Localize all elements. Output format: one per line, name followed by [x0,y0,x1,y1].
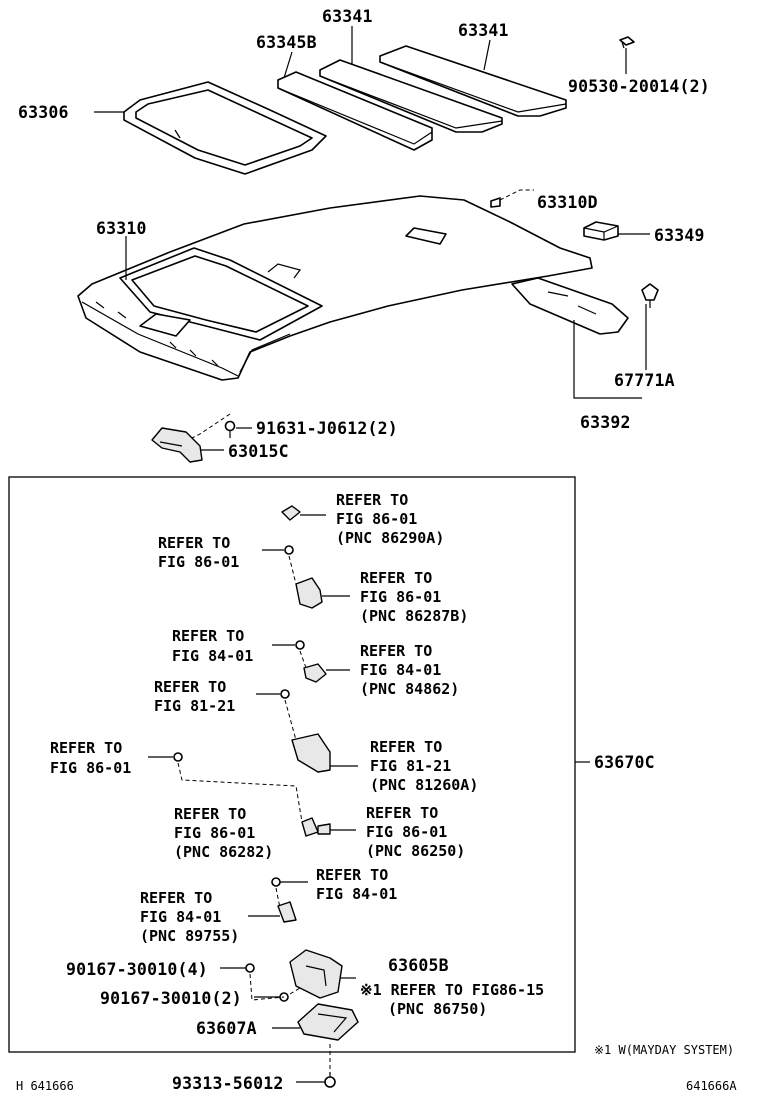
reference-notes: REFER TO FIG 86-01 (PNC 86290A) REFER TO… [50,491,544,1018]
ref-fig-86-01-top: REFER TO FIG 86-01 [158,534,239,571]
label-63310: 63310 [96,219,147,238]
trim-63392-part [511,277,629,335]
svg-text:FIG 84-01: FIG 84-01 [172,647,253,665]
left-code: H 641666 [16,1079,74,1093]
mayday-note: ※1 W(MAYDAY SYSTEM) [594,1043,734,1057]
svg-text:REFER TO: REFER TO [50,739,122,757]
svg-text:FIG 86-01: FIG 86-01 [366,823,447,841]
clip-63310d-part [490,197,501,208]
sunshade-frame-part [123,81,327,175]
screw-90167-4-part [245,963,255,973]
label-90530-20014: 90530-20014(2) [568,77,710,96]
ref-86282: REFER TO FIG 86-01 (PNC 86282) [174,805,273,861]
label-63341-right: 63341 [458,21,509,40]
assembly-63670c-box [8,476,576,1053]
ref-89755: REFER TO FIG 84-01 (PNC 89755) [140,889,239,945]
label-63670c: 63670C [594,753,655,772]
screw-81-21-part [280,689,290,699]
svg-text:REFER TO: REFER TO [158,534,230,552]
svg-text:FIG 84-01: FIG 84-01 [360,661,441,679]
screw-86-01-a-part [284,545,294,555]
svg-text:FIG 86-01: FIG 86-01 [360,588,441,606]
svg-text:REFER TO: REFER TO [370,738,442,756]
svg-text:(PNC 86290A): (PNC 86290A) [336,529,444,547]
svg-text:FIG 84-01: FIG 84-01 [140,908,221,926]
svg-text:REFER TO: REFER TO [154,678,226,696]
svg-text:REFER TO: REFER TO [172,627,244,645]
svg-text:(PNC 89755): (PNC 89755) [140,927,239,945]
pad-63341-right-part [379,45,567,117]
label-63607a: 63607A [196,1019,257,1038]
module-63605b-part [289,949,343,999]
svg-text:REFER TO: REFER TO [366,804,438,822]
svg-text:(PNC 86750): (PNC 86750) [388,1000,487,1018]
svg-text:REFER TO: REFER TO [316,866,388,884]
screw-84-01-b-part [271,877,281,887]
svg-text:※1 REFER TO FIG86-15: ※1 REFER TO FIG86-15 [360,981,544,999]
svg-text:FIG 86-01: FIG 86-01 [336,510,417,528]
svg-text:FIG 81-21: FIG 81-21 [154,697,235,715]
bracket-86287b-part [295,577,323,609]
label-63306: 63306 [18,103,69,122]
ref-86250: REFER TO FIG 86-01 (PNC 86250) [366,804,465,860]
ref-86287b: REFER TO FIG 86-01 (PNC 86287B) [360,569,468,625]
clip-90530-part [619,36,635,49]
label-63015c: 63015C [228,442,289,461]
label-63392: 63392 [580,413,631,432]
ref-81260a: REFER TO FIG 81-21 (PNC 81260A) [370,738,478,794]
label-63349: 63349 [654,226,705,245]
svg-text:FIG 86-01: FIG 86-01 [158,553,239,571]
ref-86290a: REFER TO FIG 86-01 (PNC 86290A) [336,491,444,547]
cover-63607a-part [297,1003,359,1041]
label-63341-middle: 63341 [322,7,373,26]
bracket-89755-part [277,901,297,923]
clip-67771a-part [641,283,659,308]
screw-84-01-a-part [295,640,305,650]
right-code: 641666A [686,1079,737,1093]
label-93313-56012: 93313-56012 [172,1074,283,1093]
lamp-86290a-part [281,505,301,521]
ref-84862: REFER TO FIG 84-01 (PNC 84862) [360,642,459,698]
svg-text:FIG 81-21: FIG 81-21 [370,757,451,775]
ref-fig-84-01-b: REFER TO FIG 84-01 [316,866,397,903]
svg-text:(PNC 81260A): (PNC 81260A) [370,776,478,794]
svg-text:REFER TO: REFER TO [336,491,408,509]
bracket-86282-part [301,817,319,837]
pad-63349-part [583,221,619,241]
label-90167-30010-2: 90167-30010(2) [100,989,242,1008]
label-91631-j0612: 91631-J0612(2) [256,419,398,438]
screw-91631-part [224,420,236,438]
ref-fig-86-01-left: REFER TO FIG 86-01 [50,739,131,777]
svg-text:REFER TO: REFER TO [360,642,432,660]
ref-fig-84-01-a: REFER TO FIG 84-01 [172,627,253,665]
svg-text:REFER TO: REFER TO [140,889,212,907]
svg-text:FIG 84-01: FIG 84-01 [316,885,397,903]
part-labels: 63341 63341 63345B 90530-20014(2) 63306 … [18,7,710,1093]
bracket-63015c-part [151,427,203,463]
pad-63345b-part [277,71,433,151]
svg-text:(PNC 84862): (PNC 84862) [360,680,459,698]
screw-86-01-b-part [173,752,183,762]
svg-text:(PNC 86287B): (PNC 86287B) [360,607,468,625]
label-90167-30010-4: 90167-30010(4) [66,960,208,979]
label-67771a: 67771A [614,371,675,390]
svg-text:(PNC 86250): (PNC 86250) [366,842,465,860]
bracket-81260a-part [291,733,331,773]
pad-63341-middle-part [319,59,503,133]
svg-text:FIG 86-01: FIG 86-01 [50,759,131,777]
clip-86250-part [317,823,331,835]
svg-text:REFER TO: REFER TO [174,805,246,823]
screw-93313-part [324,1072,336,1088]
svg-text:(PNC 86282): (PNC 86282) [174,843,273,861]
label-63605b: 63605B [388,956,449,975]
label-63310d: 63310D [537,193,598,212]
svg-text:FIG 86-01: FIG 86-01 [174,824,255,842]
ref-fig-81-21: REFER TO FIG 81-21 [154,678,235,715]
svg-text:REFER TO: REFER TO [360,569,432,587]
ref-86750: ※1 REFER TO FIG86-15 (PNC 86750) [360,981,544,1018]
bracket-84862-part [303,663,327,683]
label-63345b: 63345B [256,33,317,52]
headliner-63310-part [77,195,593,381]
